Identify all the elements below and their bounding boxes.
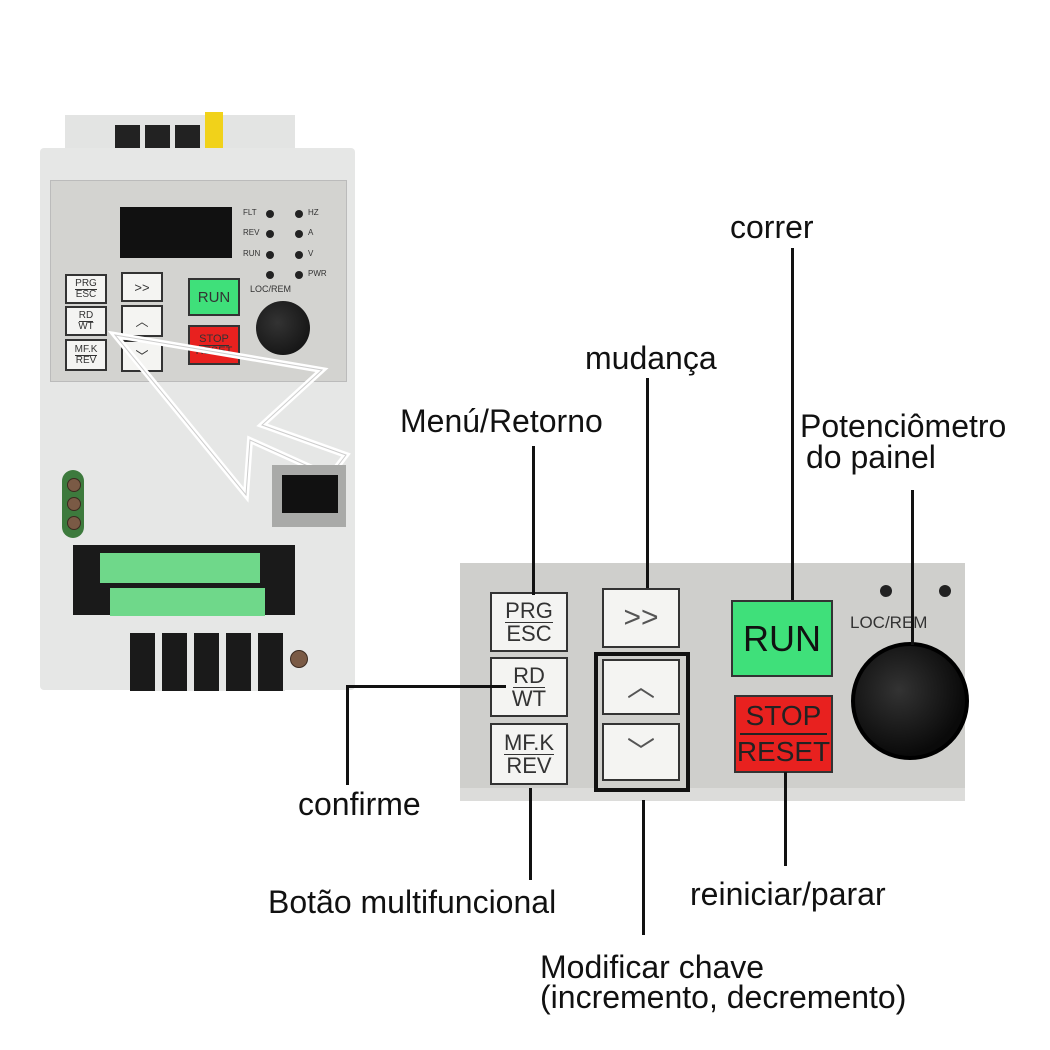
chevron-up-icon: ︿ — [135, 313, 149, 329]
key-top-label: STOP — [739, 702, 828, 735]
led-label-a: A — [308, 228, 314, 237]
small-up-key[interactable]: ︿ — [121, 305, 163, 337]
led-label-run: RUN — [243, 249, 261, 258]
leader-line-confirm-v — [346, 685, 349, 785]
screw-icon — [67, 516, 81, 530]
key-top-label: RD — [78, 309, 94, 322]
small-shift-key[interactable]: >> — [121, 272, 163, 302]
label-menu: Menú/Retorno — [400, 403, 603, 439]
label-confirm: confirme — [298, 786, 421, 822]
label-shift: mudança — [585, 340, 717, 376]
key-bottom-label: ESC — [75, 288, 97, 300]
led-indicator — [939, 585, 951, 597]
small-potentiometer-knob[interactable] — [256, 301, 310, 355]
label-multifunction: Botão multifuncional — [268, 884, 557, 920]
key-top-label: RD — [513, 662, 545, 688]
zoomed-panel-edge — [460, 788, 965, 801]
leader-line-potentiometer — [911, 490, 914, 645]
run-key[interactable]: RUN — [731, 600, 833, 677]
leader-line-shift — [646, 378, 649, 588]
key-bottom-label: REV — [506, 752, 552, 778]
key-top-label: MF.K — [503, 729, 555, 755]
terminal-block-top — [100, 553, 260, 583]
led-loc — [266, 271, 274, 279]
key-top-label: PRG — [75, 277, 97, 290]
key-bottom-label: WT — [78, 320, 94, 332]
key-top-label: MF.K — [74, 343, 98, 356]
key-bottom-label: REV — [75, 354, 97, 366]
led-v — [295, 251, 303, 259]
label-potentiometer-line2: do painel — [806, 439, 936, 475]
potentiometer-knob[interactable] — [851, 642, 969, 760]
key-bottom-label: RESET — [736, 736, 831, 767]
key-bottom-label: ESC — [506, 620, 552, 646]
led-flt — [266, 210, 274, 218]
rj45-socket — [282, 475, 338, 513]
leader-line-modify — [642, 800, 645, 935]
led-display — [120, 207, 232, 258]
key-label: RUN — [743, 617, 821, 659]
chevron-down-icon: ﹀ — [626, 736, 655, 767]
terminal-block-bottom — [110, 588, 265, 616]
led-label-hz: HZ — [308, 208, 319, 217]
key-top-label: STOP — [199, 332, 229, 346]
shift-key[interactable]: >> — [602, 588, 680, 648]
up-key[interactable]: ︿ — [602, 659, 680, 715]
screw-icon — [290, 650, 308, 668]
loc-rem-label: LOC/REM — [250, 284, 292, 294]
led-label-v: V — [308, 249, 314, 258]
label-run: correr — [730, 209, 814, 245]
led-a — [295, 230, 303, 238]
led-label-rev: REV — [243, 228, 260, 237]
key-bottom-label: WT — [511, 685, 547, 711]
leader-line-run — [791, 248, 794, 600]
led-run — [266, 251, 274, 259]
small-run-key[interactable]: RUN — [188, 278, 240, 316]
power-terminals — [130, 633, 285, 691]
label-modify-line1: Modificar chave — [540, 949, 765, 985]
label-reset: reiniciar/parar — [690, 876, 886, 912]
led-label-pwr: PWR — [308, 269, 327, 278]
down-key[interactable]: ﹀ — [602, 723, 680, 781]
led-label-flt: FLT — [243, 208, 257, 217]
led-hz — [295, 210, 303, 218]
leader-line-multi — [529, 788, 532, 880]
chevron-up-icon: ︿ — [626, 671, 655, 702]
label-potentiometer-line1: Potenciômetro — [800, 408, 1007, 444]
increment-decrement-highlight-box — [594, 652, 690, 792]
leader-line-menu — [532, 446, 535, 595]
chevron-down-icon: ﹀ — [135, 348, 149, 364]
led-pwr — [295, 271, 303, 279]
label-modify-line2: (incremento, decremento) — [540, 979, 907, 1015]
key-top-label: PRG — [505, 597, 553, 623]
shift-icon: >> — [134, 279, 150, 295]
screw-icon — [67, 497, 81, 511]
led-indicator — [880, 585, 892, 597]
double-chevron-right-icon: >> — [623, 601, 659, 634]
yellow-tag — [205, 112, 223, 150]
top-terminal — [145, 125, 170, 150]
top-terminal — [175, 125, 200, 150]
leader-line-confirm-h — [346, 685, 506, 688]
loc-rem-label: LOC/REM — [850, 613, 928, 632]
top-terminal — [115, 125, 140, 150]
led-rev — [266, 230, 274, 238]
key-label: RUN — [197, 288, 231, 306]
screw-icon — [67, 478, 81, 492]
leader-line-reset — [784, 772, 787, 866]
